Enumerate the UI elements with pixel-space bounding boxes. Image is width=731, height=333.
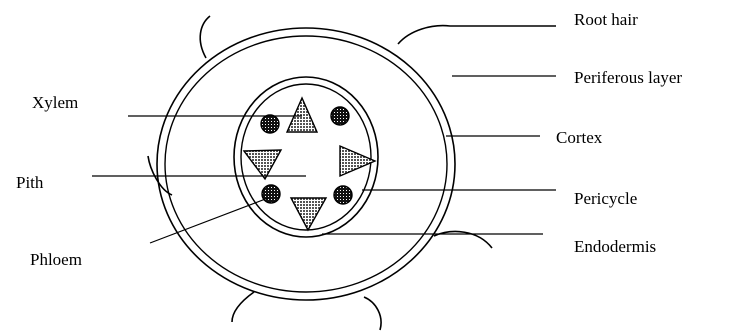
cortex-boundary (165, 36, 447, 292)
label-endodermis: Endodermis (574, 237, 656, 256)
root-hair-top-right (398, 26, 556, 44)
root-hair-bottom-right (364, 297, 381, 330)
leader-phloem (150, 198, 268, 243)
phloem-top-right (331, 107, 349, 125)
root-hairs (148, 16, 556, 330)
phloem-bottom-left (262, 185, 280, 203)
label-cortex: Cortex (556, 128, 603, 147)
label-xylem: Xylem (32, 93, 78, 112)
root-hair-bottom-left (232, 292, 254, 322)
root-hair-top-left (200, 16, 210, 58)
label-periferous-layer: Periferous layer (574, 68, 682, 87)
label-pith: Pith (16, 173, 44, 192)
periferous-layer-outer (157, 28, 455, 300)
label-pericycle: Pericycle (574, 189, 637, 208)
xylem-bottom (291, 198, 326, 230)
xylem-left (244, 150, 281, 179)
phloem-top-left (261, 115, 279, 133)
xylem-top (287, 98, 317, 132)
label-root-hair: Root hair (574, 10, 638, 29)
leader-lines (92, 76, 556, 243)
phloem-bottom-right (334, 186, 352, 204)
label-phloem: Phloem (30, 250, 82, 269)
